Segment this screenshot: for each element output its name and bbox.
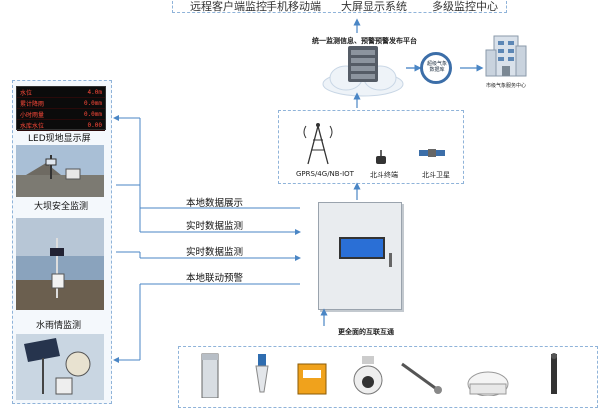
satellite-icon	[419, 149, 445, 157]
building-label: 市级气象服务中心	[486, 83, 527, 89]
hydro-monitor-photo	[16, 218, 104, 310]
radar-level-icon	[255, 354, 269, 393]
local-warning-label: 本地联动预警	[186, 273, 244, 284]
beidou-satellite-label: 北斗卫星	[422, 171, 450, 179]
led-row-value: 0.0mm	[83, 99, 102, 107]
cabinet-handle	[389, 253, 392, 267]
realtime-data-label-2: 实时数据监测	[186, 247, 244, 258]
led-rows: 水位 4.0m 累计降雨 0.0mm 小时雨量 0.0mm 水库水位 0.00	[17, 87, 105, 131]
dome-camera-icon	[353, 356, 383, 395]
beidou-terminal-icon	[376, 150, 386, 164]
controller-box-icon	[297, 363, 327, 395]
led-row-name: 小时雨量	[20, 111, 45, 119]
pressure-sensor-icon	[401, 362, 442, 394]
dam-monitor-photo	[16, 145, 104, 197]
led-row: 水位 4.0m	[17, 87, 105, 98]
platform-label: 统一监测信息、预警预警发布平台	[312, 37, 417, 45]
led-caption: LED现地显示屏	[28, 134, 91, 144]
mobile-client-label: 手机移动端	[266, 0, 321, 13]
led-row: 小时雨量 0.0mm	[17, 109, 105, 120]
led-row-name: 水库水位	[20, 122, 45, 130]
sensor-panel	[178, 346, 598, 408]
dam-caption: 大坝安全监测	[34, 202, 89, 212]
cycle-database-icon: 超级气象数据库	[420, 52, 452, 84]
monitor-center-label: 多级监控中心	[432, 0, 498, 13]
control-cabinet	[318, 202, 402, 310]
sensor-interconnect-label: 更全面的互联互通	[338, 328, 394, 336]
big-screen-label: 大屏显示系统	[341, 0, 407, 13]
realtime-data-label-1: 实时数据监测	[186, 221, 244, 232]
beidou-terminal-label: 北斗终端	[370, 171, 398, 179]
signal-tower-icon	[303, 123, 333, 165]
gnss-antenna-icon	[467, 371, 509, 396]
led-row-value: 0.0mm	[83, 110, 102, 118]
probe-sensor-icon	[551, 353, 557, 394]
led-display-photo: 水位 4.0m 累计降雨 0.0mm 小时雨量 0.0mm 水库水位 0.00	[16, 86, 106, 131]
cycle-icon-text: 超级气象数据库	[426, 61, 447, 73]
gprs-label: GPRS/4G/NB-IOT	[296, 170, 354, 178]
led-row: 累计降雨 0.0mm	[17, 98, 105, 109]
rain-gauge-icon	[201, 353, 219, 398]
led-row-value: 4.0m	[87, 88, 102, 96]
led-row: 水库水位 0.00	[17, 120, 105, 131]
led-row-name: 水位	[20, 89, 33, 97]
cabinet-screen	[339, 237, 385, 259]
building-icon	[485, 35, 527, 77]
cloud-server-icon	[322, 46, 404, 97]
solar-station-photo	[16, 334, 104, 400]
hydro-caption: 水雨情监测	[36, 321, 82, 331]
local-display-label: 本地数据展示	[186, 198, 244, 209]
comm-box	[278, 110, 464, 184]
remote-client-label: 远程客户端监控	[190, 0, 267, 13]
top-client-panel	[172, 0, 507, 13]
led-row-name: 累计降雨	[20, 100, 45, 108]
led-row-value: 0.00	[87, 121, 102, 129]
